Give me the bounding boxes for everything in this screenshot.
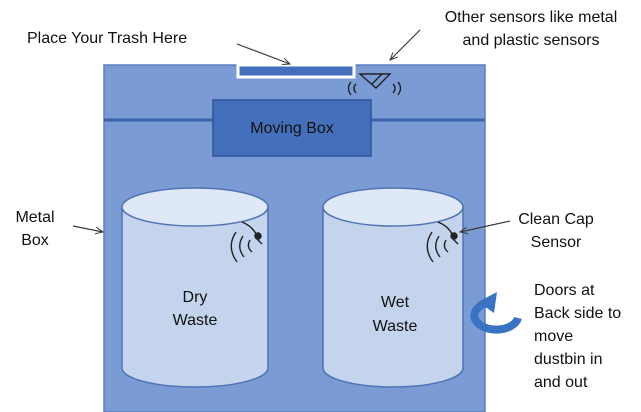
place-trash-label: Place Your Trash Here (27, 30, 188, 47)
wet-waste-label-line1: Wet (380, 294, 410, 311)
dry-bin-cap-sensor-icon (230, 221, 263, 263)
doors-label-line1: Doors at (534, 282, 595, 299)
clean-cap-sensor-label-line2: Sensor (530, 234, 582, 251)
dry-waste-label-line1: Dry (182, 289, 208, 306)
wet-waste-label-line2: Waste (372, 318, 418, 335)
wet-waste-bin (322, 187, 464, 388)
trash-pointer-arrow (236, 43, 290, 64)
rotate-arrow-icon (470, 292, 522, 334)
metal-box-label-line2: Box (21, 232, 49, 249)
other-sensors-label-line2: and plastic sensors (462, 32, 600, 49)
dry-waste-label-line2: Waste (172, 312, 218, 329)
cap-sensor-pointer-arrow (460, 220, 511, 232)
metal-box-label-line1: Metal (15, 209, 55, 226)
moving-box-label: Moving Box (250, 120, 334, 137)
doors-label-line4: dustbin in (534, 351, 603, 368)
other-sensors-label-line1: Other sensors like metal (444, 9, 618, 26)
trash-tray (236, 63, 356, 79)
doors-label-line5: and out (534, 374, 588, 391)
metal-box-pointer-arrow (72, 225, 103, 232)
doors-label-line3: move (534, 328, 574, 345)
clean-cap-sensor-label-line1: Clean Cap (518, 211, 594, 228)
sensor-eye-icon (347, 73, 402, 96)
sensor-pointer-arrow (390, 29, 421, 60)
wet-bin-cap-sensor-icon (426, 221, 459, 263)
doors-label-line2: Back side to (534, 305, 622, 322)
moving-box (212, 99, 372, 157)
